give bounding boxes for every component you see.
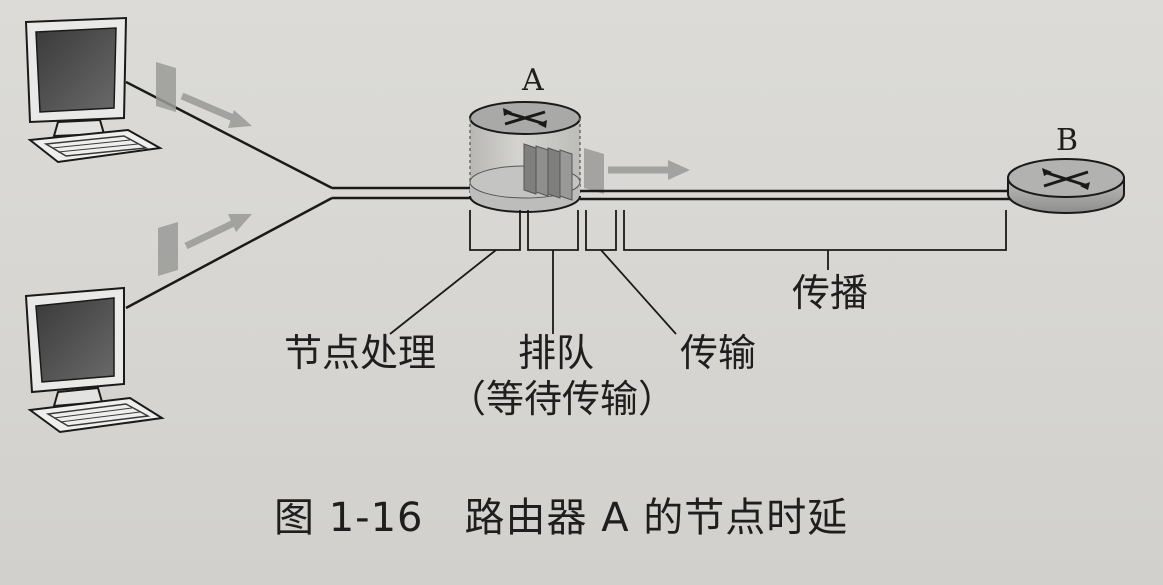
leader-lines [389, 249, 829, 335]
router-a-label: A [522, 63, 544, 98]
processing-delay-label: 节点处理 [284, 331, 437, 375]
router-b-label: B [1056, 123, 1079, 158]
queuing-delay-label: 排队 [518, 331, 595, 375]
computer-bottom-icon [24, 286, 165, 434]
queuing-delay-note: （等待传输） [448, 377, 677, 421]
propagation-delay-label: 传播 [792, 271, 869, 315]
packet-transmitting-icon [584, 148, 690, 194]
figure-caption: 图 1-16 路由器 A 的节点时延 [274, 495, 849, 541]
access-links [125, 80, 478, 310]
packet-upper-icon [156, 62, 252, 128]
packet-lower-icon [158, 214, 252, 276]
transmission-delay-label: 传输 [680, 331, 757, 375]
queue-packets [523, 143, 573, 201]
computer-top-icon [24, 16, 164, 164]
router-b-icon [1007, 158, 1125, 214]
link-a-b [580, 189, 1010, 201]
delay-brackets [469, 210, 1007, 251]
